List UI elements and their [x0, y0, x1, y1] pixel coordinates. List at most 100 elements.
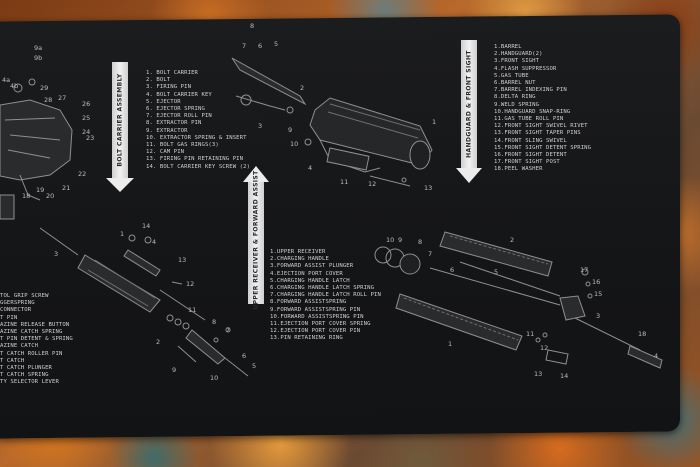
- callout-label: 4a: [2, 76, 11, 84]
- callout-label: 4: [152, 238, 157, 246]
- bolt-section-arrow: [112, 62, 128, 180]
- upper-section-arrow: [248, 180, 264, 304]
- list-item: 3. FIRING PIN: [146, 84, 192, 91]
- list-item: 9.FORWARD ASSISTSPRING PIN: [270, 306, 361, 313]
- list-item: 1.BARREL: [494, 44, 522, 50]
- callout-label: 14: [560, 372, 569, 380]
- callout-label: 12: [186, 280, 195, 288]
- callout-label: 16: [592, 278, 601, 286]
- list-item: 6.CHARGING HANDLE LATCH SPRING: [270, 285, 375, 292]
- callout-label: 21: [62, 184, 71, 192]
- list-item: 11.EJECTION PORT COVER SPRING: [270, 321, 371, 328]
- callout-label: 9a: [34, 44, 43, 52]
- list-item: 15.FRONT SIGHT DETENT SPRING: [494, 144, 592, 151]
- upper-receiver-parts-list: 1.UPPER RECEIVER 2.CHARGING HANDLE 3.FOR…: [270, 249, 381, 343]
- callout-label: 4: [308, 164, 313, 172]
- callout-label: 2: [300, 84, 305, 92]
- list-item: 10.HANDGUARD SNAP-RING: [494, 108, 571, 115]
- bolt-carrier-parts-list: 1. BOLT CARRIER 2. BOLT 3. FIRING PIN 4.…: [146, 70, 250, 171]
- callout-label: 5: [494, 268, 499, 276]
- lower-receiver-parts-list: TOL GRIP SCREW GGERSPRING CONNECTOR T PI…: [0, 293, 73, 387]
- callout-label: 1: [120, 230, 125, 238]
- arrow-head-up: [243, 166, 269, 182]
- list-item: 6.BARREL NUT: [494, 80, 536, 87]
- callout-label: 5: [252, 362, 257, 370]
- callout-label: 4: [654, 352, 659, 360]
- list-item: 11.GAS TUBE ROLL PIN: [494, 116, 564, 123]
- list-item: 13. FIRING PIN RETAINING PIN: [146, 156, 244, 163]
- handguard-section-arrow: [461, 40, 477, 170]
- list-item: 4. BOLT CARRIER KEY: [146, 91, 212, 98]
- callout-label: 13: [534, 370, 543, 378]
- callout-label: 24: [82, 128, 91, 136]
- callout-label: 11: [526, 330, 535, 338]
- list-item: 8. EXTRACTOR PIN: [146, 120, 202, 127]
- list-item: 14.FRONT SLING SWIVEL: [494, 137, 567, 144]
- list-item: 7.CHARGING HANDLE LATCH ROLL PIN: [270, 292, 381, 299]
- list-item: 5.GAS TUBE: [494, 72, 529, 79]
- list-item: 1. BOLT CARRIER: [146, 70, 199, 76]
- callout-label: 27: [58, 94, 67, 102]
- callout-label: 26: [82, 100, 91, 108]
- list-item: T CATCH: [0, 357, 25, 364]
- callout-label: 25: [82, 114, 91, 122]
- list-item: 4.FLASH SUPPRESSOR: [494, 65, 557, 72]
- callout-label: 6: [258, 42, 263, 50]
- callout-label: 3: [596, 312, 601, 320]
- callout-label: 10: [290, 140, 299, 148]
- callout-label: 9: [288, 126, 293, 134]
- callout-label: 7: [428, 250, 433, 258]
- arrow-head-down-left: [106, 178, 134, 192]
- list-item: 2. BOLT: [146, 77, 171, 84]
- callout-label: 8: [250, 22, 255, 30]
- list-item: 7.BARREL INDEXING PIN: [494, 87, 567, 94]
- callout-label: 23: [86, 134, 95, 142]
- callout-label: 22: [78, 170, 87, 178]
- callout-label: 3: [54, 250, 59, 258]
- callout-label: 2: [510, 236, 515, 244]
- callout-label: 15: [594, 290, 603, 298]
- callout-label: 9: [172, 366, 177, 374]
- callout-label: 28: [44, 96, 53, 104]
- list-item: 1.UPPER RECEIVER: [270, 249, 326, 255]
- list-item: 16.FRONT SIGHT DETENT: [494, 152, 567, 159]
- callout-label: 8: [212, 318, 217, 326]
- list-item: 12.FRONT SIGHT SWIVEL RIVET: [494, 123, 588, 130]
- callout-label: 7: [226, 326, 231, 334]
- callout-label: 13: [424, 184, 433, 192]
- list-item: 5. EJECTOR: [146, 98, 181, 105]
- callout-label: 9b: [34, 54, 43, 62]
- callout-label: 18: [638, 330, 647, 338]
- list-item: T CATCH PLUNGER: [0, 365, 53, 372]
- callout-label: 10: [386, 236, 395, 244]
- list-item: T PIN DETENT & SPRING: [0, 336, 73, 343]
- list-item: CONNECTOR: [0, 307, 32, 314]
- list-item: AZINE CATCH: [0, 343, 39, 350]
- list-item: 12. CAM PIN: [146, 149, 185, 156]
- list-item: T CATCH ROLLER PIN: [0, 350, 63, 357]
- handguard-parts-list: 1.BARREL 2.HANDGUARD(2) 3.FRONT SIGHT 4.…: [494, 44, 591, 174]
- list-item: 12.EJECTION PORT COVER PIN: [270, 328, 361, 335]
- callout-label: 19: [36, 186, 45, 194]
- list-item: 6. EJECTOR SPRING: [146, 106, 205, 113]
- list-item: T PIN: [0, 314, 18, 321]
- callout-label: 6: [242, 352, 247, 360]
- list-item: 2.HANDGUARD(2): [494, 51, 543, 58]
- callout-label: 6: [450, 266, 455, 274]
- list-item: TY SELECTOR LEVER: [0, 379, 59, 386]
- callout-label: 2: [156, 338, 161, 346]
- callout-label: 9: [398, 236, 403, 244]
- list-item: 10.FORWARD ASSISTSPRING PIN: [270, 313, 364, 320]
- list-item: 2.CHARGING HANDLE: [270, 256, 329, 263]
- list-item: 14. BOLT CARRIER KEY SCREW (2): [146, 163, 251, 170]
- callout-label: 7: [242, 42, 247, 50]
- callout-label: 17: [580, 266, 589, 274]
- list-item: 9. EXTRACTOR: [146, 127, 188, 134]
- callout-label: 1: [448, 340, 453, 348]
- callout-label: 5: [274, 40, 279, 48]
- arrow-head-down-right: [456, 168, 482, 183]
- callout-label: 3: [258, 122, 263, 130]
- callout-label: 11: [188, 306, 197, 314]
- list-item: 10. EXTRACTOR SPRING & INSERT: [146, 134, 247, 141]
